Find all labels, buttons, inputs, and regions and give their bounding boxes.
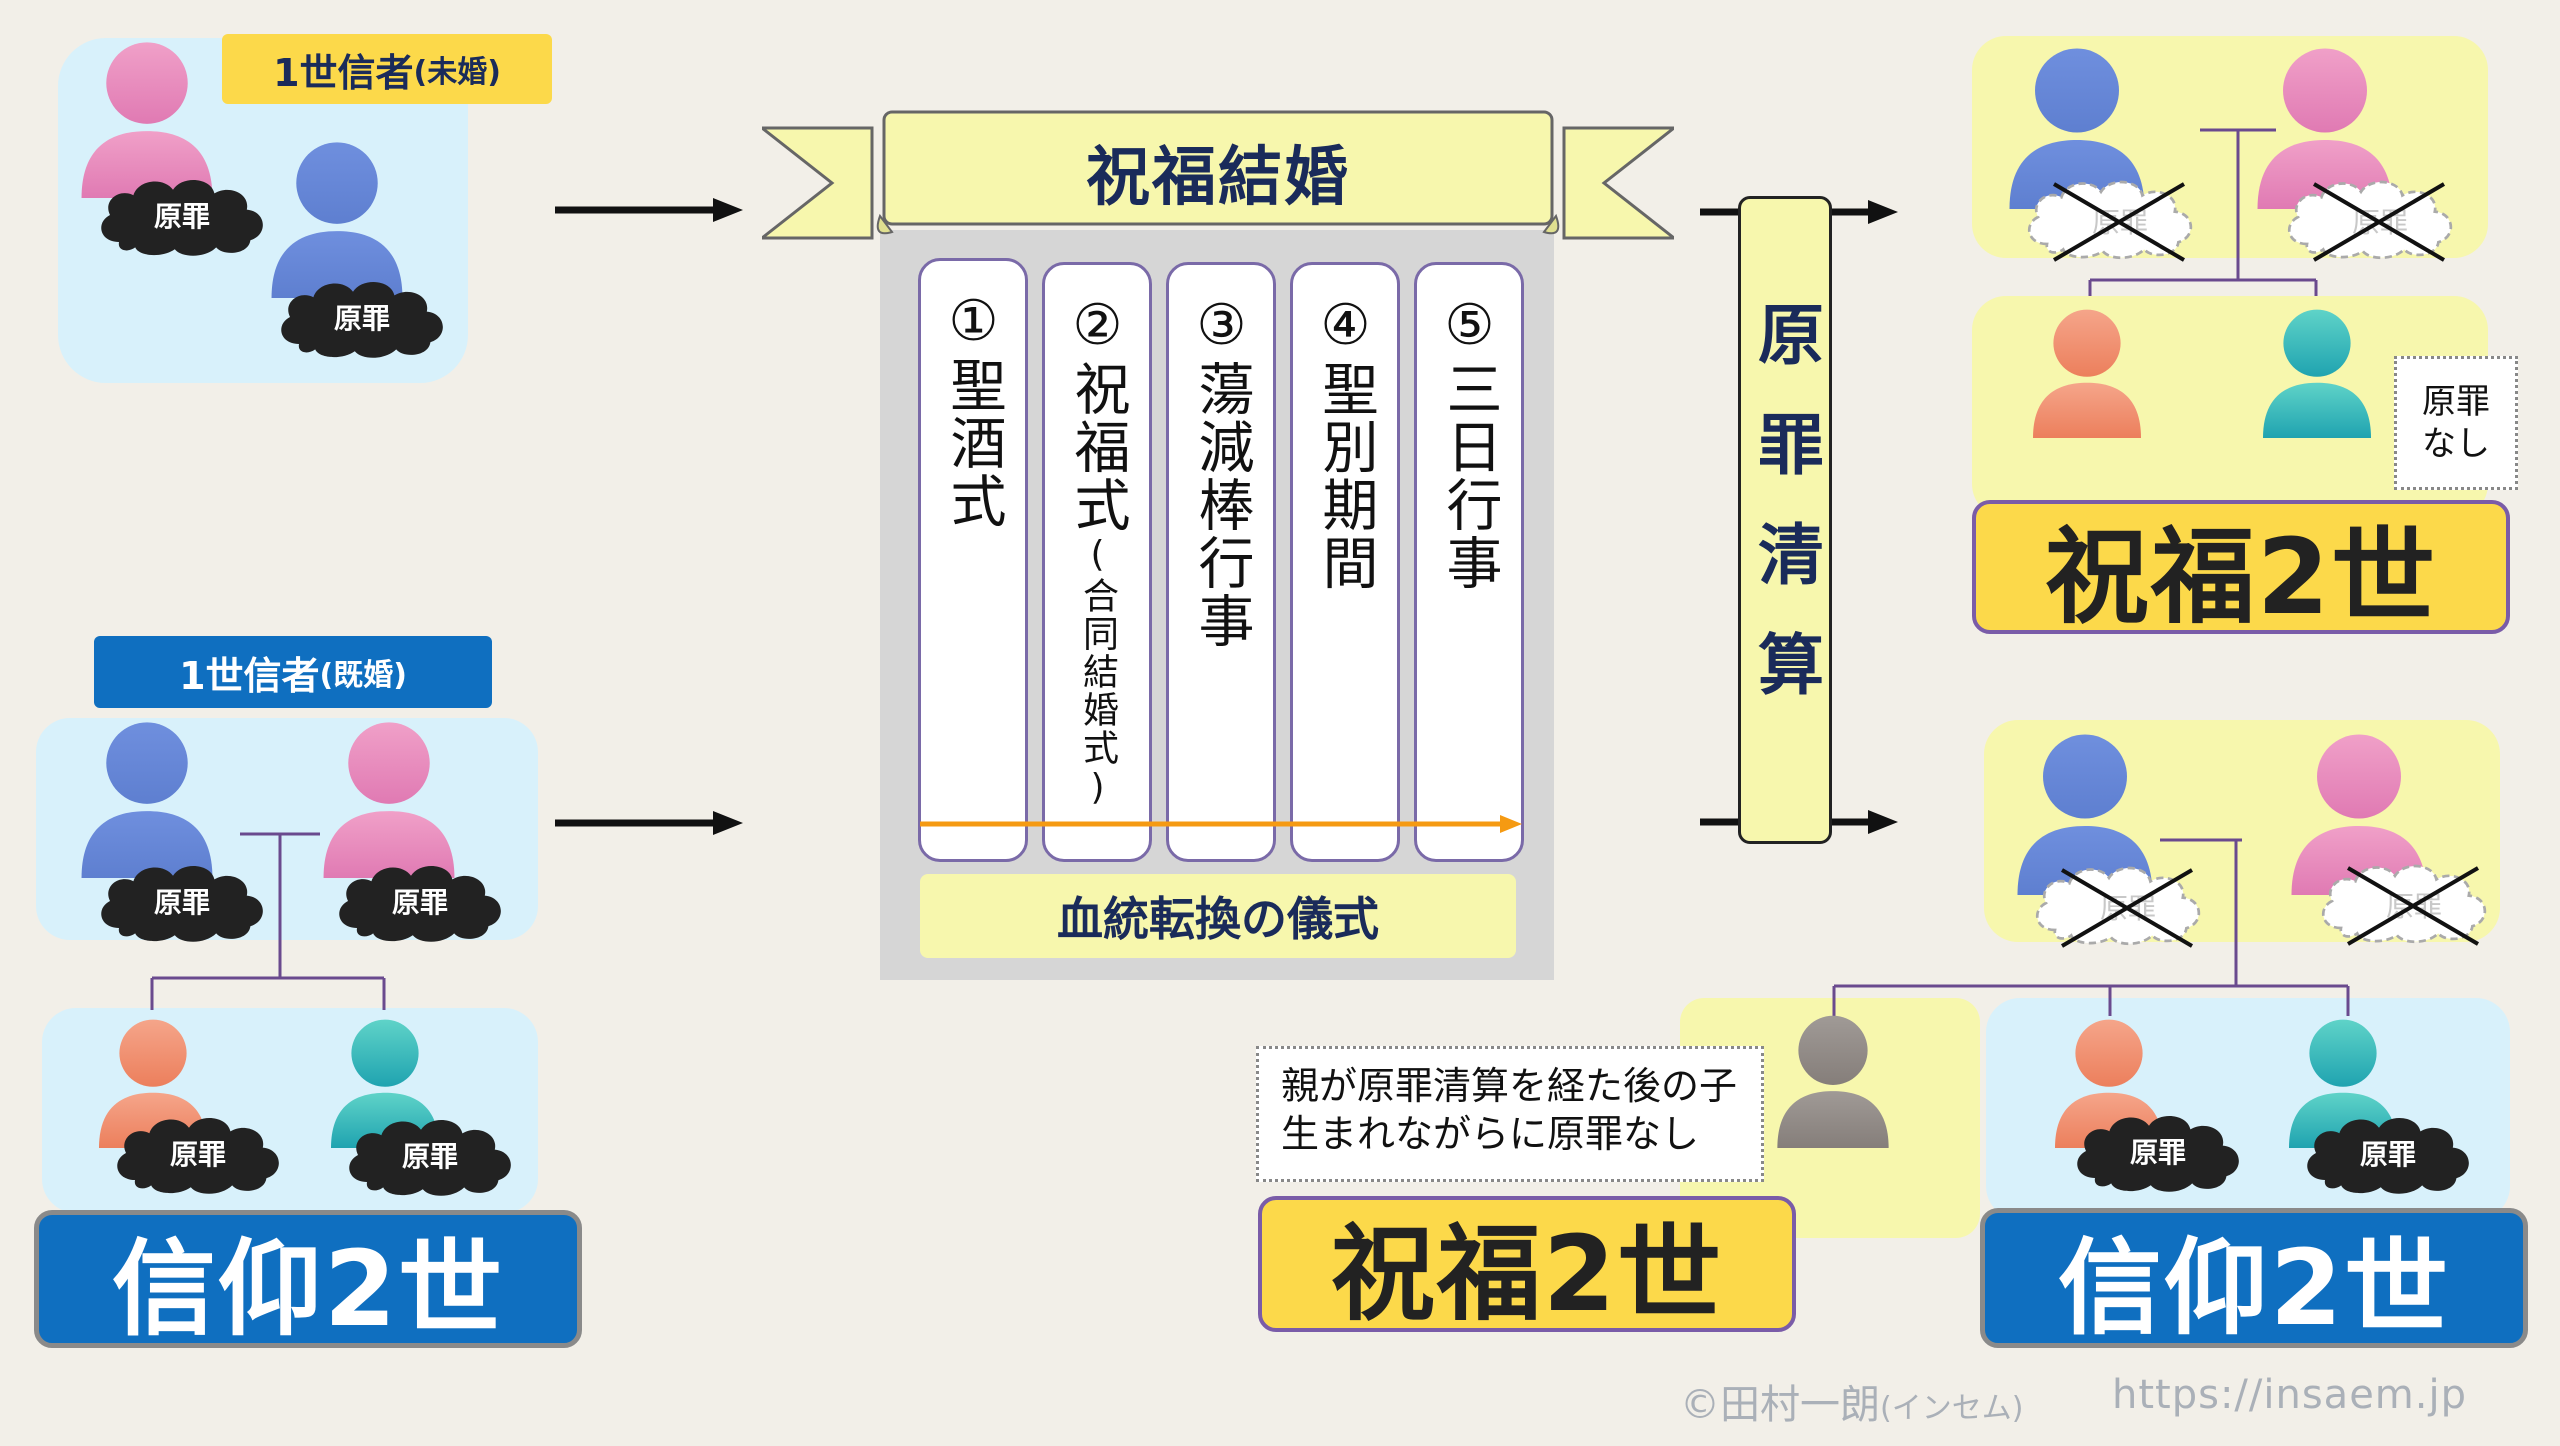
sin-label: 原罪 xyxy=(153,200,210,233)
arrow-right-icon xyxy=(555,811,743,835)
blessed-gen2-label-top: 祝福2世 xyxy=(1972,500,2510,638)
sin-label: 原罪 xyxy=(2359,1138,2416,1171)
step-column: ①聖酒式 xyxy=(918,258,1028,862)
ceremony-caption: 血統転換の儀式 xyxy=(920,874,1516,958)
sin-label: 原罪 xyxy=(333,302,390,335)
credit: ©田村一朗(インセム) xyxy=(1680,1382,2024,1428)
site-url-link[interactable]: https://insaem.jp xyxy=(2112,1372,2467,1418)
step-column: ⑤三日行事 xyxy=(1414,262,1524,862)
cleared-sin-cloud-icon: 原罪 xyxy=(2020,172,2200,262)
family-tree-lines xyxy=(2088,128,2318,306)
family-tree-lines xyxy=(150,832,386,1010)
sin-label: 原罪 xyxy=(2129,1136,2186,1169)
sin-label: 原罪 xyxy=(401,1140,458,1173)
cleared-sin-cloud-icon: 原罪 xyxy=(2314,856,2494,946)
sin-label: 原罪 xyxy=(391,886,448,919)
sin-label: 原罪 xyxy=(169,1138,226,1171)
arrow-right-icon xyxy=(555,198,743,222)
family-tree-lines xyxy=(1832,838,2350,1016)
married-believer-label: 1世信者(既婚) xyxy=(94,636,492,708)
faith-gen2-label-left: 信仰2世 xyxy=(34,1210,582,1350)
step-column: ②祝福式(合同結婚式) xyxy=(1042,262,1152,862)
single-believer-label: 1世信者(未婚) xyxy=(222,34,552,104)
progress-arrow-icon xyxy=(920,815,1522,833)
sin-label: 原罪 xyxy=(153,886,210,919)
faith-gen2-label-right: 信仰2世 xyxy=(1980,1208,2528,1349)
banner-ribbon xyxy=(762,110,1674,240)
child-orange-icon xyxy=(2026,306,2148,438)
child-note: 親が原罪清算を経た後の子生まれながらに原罪なし xyxy=(1256,1046,1764,1182)
cleared-sin-cloud-icon: 原罪 xyxy=(2280,172,2460,262)
cleared-sin-cloud-icon: 原罪 xyxy=(2028,858,2208,948)
no-sin-note: 原罪なし xyxy=(2394,356,2518,490)
child-teal-icon xyxy=(2256,306,2378,438)
settlement-label: 原罪清算 xyxy=(1738,196,1832,844)
step-column: ③蕩減棒行事 xyxy=(1166,262,1276,862)
step-column: ④聖別期間 xyxy=(1290,262,1400,862)
blessed-gen2-label-bottom: 祝福2世 xyxy=(1258,1196,1796,1335)
child-gray-icon xyxy=(1770,1012,1896,1148)
banner-title: 祝福結婚 xyxy=(1086,141,1350,215)
